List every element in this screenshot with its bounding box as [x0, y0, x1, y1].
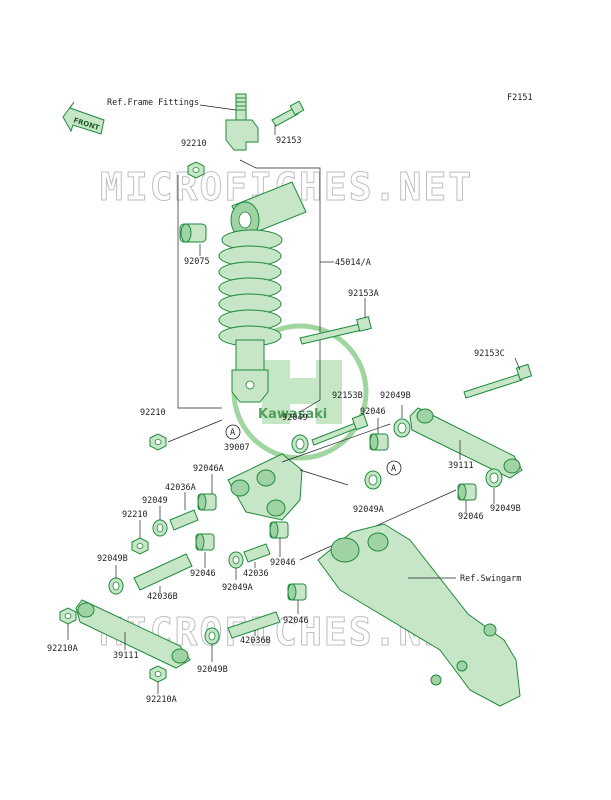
label-92153B: 92153B [332, 391, 363, 401]
ref-frame-fittings: Ref.Frame Fittings [107, 98, 199, 108]
washer-92049A-mid [228, 551, 244, 569]
label-92210-mid: 92210 [140, 408, 166, 418]
label-92049B-left: 92049B [97, 554, 128, 564]
label-39111-right: 39111 [448, 461, 474, 471]
label-92049B-top: 92049B [380, 391, 411, 401]
label-42036A: 42036A [165, 483, 196, 493]
marker-a-left-text: A [230, 428, 235, 438]
label-39007: 39007 [224, 443, 250, 453]
front-arrow-icon: FRONT [62, 101, 105, 135]
part-labels: 92210 92153 92075 45014/A 92153A 92153C … [47, 136, 521, 705]
nut-92210-top [187, 161, 205, 179]
label-92075: 92075 [184, 257, 210, 267]
collar-92046-top [369, 433, 389, 451]
collar-92075 [179, 223, 207, 243]
label-92153C: 92153C [474, 349, 505, 359]
rocker-arm-39007 [227, 453, 303, 521]
marker-a-right-text: A [391, 464, 396, 474]
swingarm [317, 523, 521, 707]
collar-92046A [197, 493, 217, 511]
bolt-92153C [463, 363, 533, 399]
tie-rod-39111-left [75, 599, 191, 669]
washer-92049B-top [393, 418, 411, 438]
label-39111-left: 39111 [113, 651, 139, 661]
shock-absorber [218, 181, 307, 403]
collar-92046-mid [195, 533, 215, 551]
washer-92049-top [291, 434, 309, 454]
ref-swingarm: Ref.Swingarm [460, 574, 521, 584]
washer-92049-left [152, 519, 168, 537]
nut-92210A-bottom [149, 665, 167, 683]
label-92046-mid: 92046 [190, 569, 216, 579]
label-45014: 45014/A [335, 258, 371, 268]
shock-spring [218, 245, 282, 347]
sleeve-42036B-low [227, 611, 281, 639]
label-92049B-right: 92049B [490, 504, 521, 514]
label-92210-top: 92210 [181, 139, 207, 149]
label-92153A: 92153A [348, 289, 379, 299]
label-92046-mid2: 92046 [270, 558, 296, 568]
washer-92049A-right [364, 470, 382, 490]
marker-a-left: A [225, 424, 241, 440]
label-92046-low: 92046 [283, 616, 309, 626]
label-92049-left: 92049 [142, 496, 168, 506]
logo-text: Kawasaki [258, 407, 327, 422]
figure-code: F2151 [507, 93, 533, 103]
label-92210A-bottom: 92210A [146, 695, 177, 705]
label-92046-top: 92046 [360, 407, 386, 417]
sleeve-42036 [243, 543, 271, 563]
label-92046-right: 92046 [458, 512, 484, 522]
label-92210A-top: 92210A [47, 644, 78, 654]
collar-92046-low [287, 583, 307, 601]
collar-92046-right [457, 483, 477, 501]
label-92153: 92153 [276, 136, 302, 146]
frame-stud [225, 93, 259, 151]
nut-92210-left [131, 537, 149, 555]
label-92049A-right: 92049A [353, 505, 384, 515]
tie-rod-39111-right [409, 407, 523, 479]
label-92049B-low: 92049B [197, 665, 228, 675]
label-42036B-left: 42036B [147, 592, 178, 602]
label-92049-top: 92049 [282, 413, 308, 423]
washer-92049B-left [108, 577, 124, 595]
sleeve-42036A [169, 509, 199, 531]
collar-92046-mid2 [269, 521, 289, 539]
washer-92049B-low [204, 627, 220, 645]
bolt-92153A [299, 316, 372, 345]
bolt-92153B [311, 413, 369, 446]
marker-a-right: A [386, 460, 402, 476]
washer-92049B-right [485, 468, 503, 488]
label-92046A: 92046A [193, 464, 224, 474]
label-92049A-mid: 92049A [222, 583, 253, 593]
sleeve-42036B-left [133, 553, 193, 591]
bolt-92153 [271, 100, 305, 127]
label-92210-left: 92210 [122, 510, 148, 520]
label-42036B-low: 42036B [240, 636, 271, 646]
nut-92210-mid [149, 433, 167, 451]
nut-92210A-top [59, 607, 77, 625]
label-42036: 42036 [243, 569, 269, 579]
